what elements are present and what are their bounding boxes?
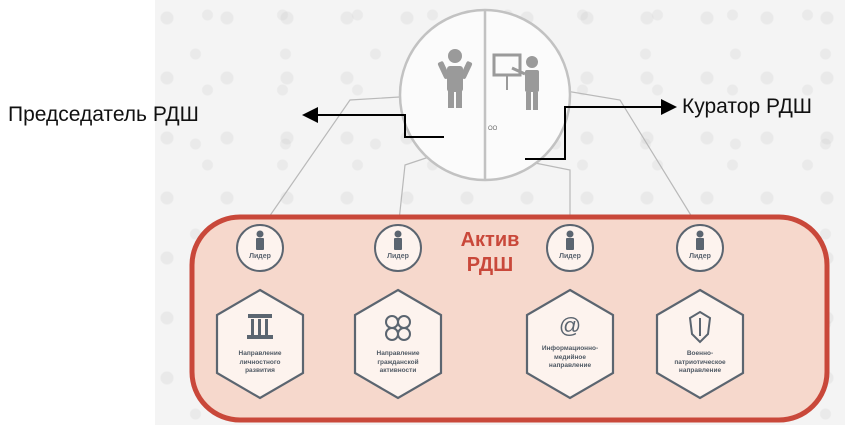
direction-2-line3: активности (379, 367, 417, 374)
direction-3-line3: направление (548, 362, 592, 369)
direction-1-line2: личностного (239, 358, 281, 366)
direction-3-line2: медийное (553, 353, 587, 361)
direction-hexagons (215, 288, 745, 400)
direction-2-line2: гражданской (377, 358, 419, 366)
leader-label-1: Лидер (249, 253, 271, 260)
child-figure-icon (437, 49, 473, 108)
direction-4-line1: Военно- (686, 350, 714, 357)
direction-text-1: Направление личностного развития (216, 350, 304, 376)
direction-4-line3: направление (678, 367, 722, 374)
center-mark: ОО (488, 126, 498, 132)
direction-3-line1: Информационно- (541, 345, 599, 352)
leader-label-4: Лидер (689, 253, 711, 260)
direction-2-line1: Направление (376, 350, 420, 357)
arrow-to-curator (525, 99, 677, 160)
direction-text-3: Информационно- медийное направление (526, 345, 614, 371)
hands-icon (385, 315, 411, 341)
top-circle (398, 8, 572, 182)
leader-label-3: Лидер (559, 253, 581, 260)
active-title-line1: Актив (460, 229, 520, 251)
leader-label-2: Лидер (387, 253, 409, 260)
active-title: Актив РДШ (445, 228, 535, 278)
active-title-line2: РДШ (466, 254, 514, 276)
arrow-to-chairman (302, 107, 444, 138)
chairman-label: Председатель РДШ (8, 103, 199, 126)
teacher-board-icon (492, 53, 539, 110)
at-sign-icon: @ (558, 313, 582, 338)
direction-1-line1: Направление (238, 350, 282, 357)
leader-person-icons (256, 230, 704, 250)
direction-text-2: Направление гражданской активности (354, 350, 442, 376)
direction-4-line2: патриотическое (674, 358, 726, 366)
column-icon (247, 314, 273, 339)
direction-text-4: Военно- патриотическое направление (656, 350, 744, 376)
curator-label: Куратор РДШ (682, 95, 813, 118)
shield-icon (688, 310, 712, 344)
direction-1-line3: развития (245, 367, 275, 374)
